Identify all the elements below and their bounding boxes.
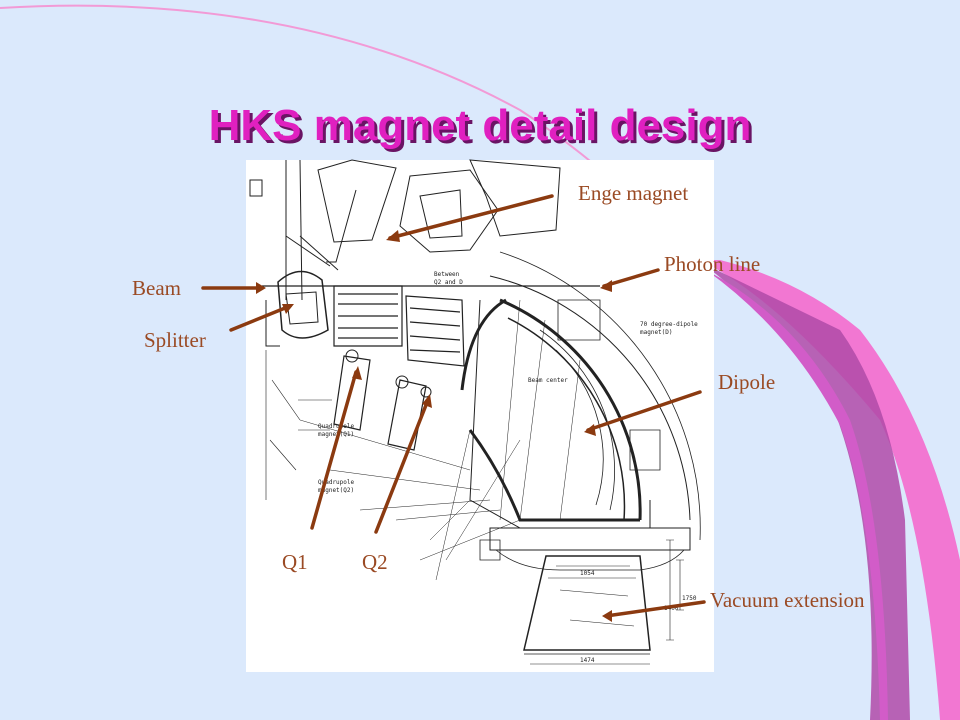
drawing-label-quadrupole-2: Quadrupole — [318, 479, 355, 486]
label-photon-line: Photon line — [664, 252, 760, 276]
drawing-dim-1400: 1400 — [664, 605, 679, 612]
arrow-vacuum-extension — [604, 600, 706, 618]
label-enge-magnet: Enge magnet — [578, 181, 688, 205]
label-dipole: Dipole — [718, 370, 775, 394]
label-beam: Beam — [132, 276, 181, 300]
drawing-label-q2-and-d: Q2 and D — [434, 279, 463, 286]
label-q2: Q2 — [362, 550, 388, 574]
slide-title: HKS magnet detail design — [209, 101, 752, 150]
arrow-photon-line — [602, 268, 660, 288]
drawing-label-quadrupole-2b: magnet(Q2) — [318, 487, 354, 494]
arrow-q2 — [374, 398, 430, 534]
arrow-enge-magnet — [388, 194, 554, 240]
drawing-label-between: Between — [434, 271, 460, 278]
label-q1: Q1 — [282, 550, 308, 574]
arrow-q1 — [310, 370, 358, 530]
drawing-label-dipole-magnet: 70 degree-dipole — [640, 321, 698, 328]
arrow-splitter — [229, 304, 292, 332]
callout-arrows — [201, 194, 706, 618]
engineering-drawing: Between Q2 and D 70 degree-dipole magnet… — [246, 159, 714, 672]
drawing-label-quadrupole-1: Quadrupole — [318, 423, 355, 430]
drawing-label-beam-center: Beam center — [528, 377, 568, 384]
label-vacuum-extension: Vacuum extension — [710, 588, 865, 612]
label-splitter: Splitter — [144, 328, 206, 352]
drawing-dim-1474: 1474 — [580, 657, 595, 664]
drawing-label-dipole-magnet-2: magnet(D) — [640, 329, 673, 336]
arrow-heads — [256, 230, 612, 622]
drawing-dim-1750: 1750 — [682, 595, 697, 602]
drawing-dim-1054: 1054 — [580, 570, 595, 577]
drawing-label-quadrupole-1b: magnet(Q1) — [318, 431, 354, 438]
arrow-dipole — [586, 390, 702, 432]
slide-title-shadow: HKS magnet detail design — [212, 104, 755, 153]
